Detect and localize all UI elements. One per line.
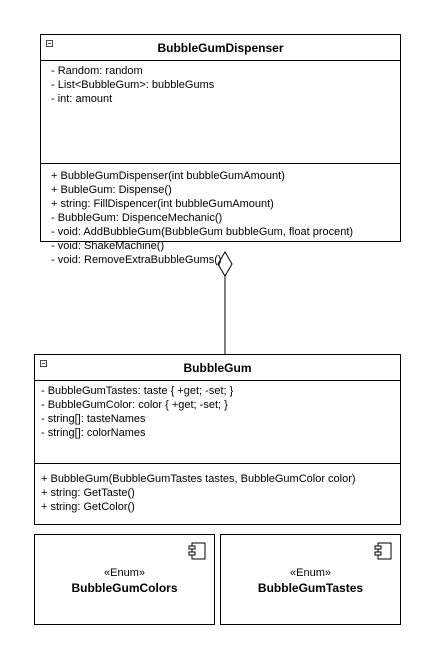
attribute: - BubbleGumColor: color { +get; -set; } [41,399,228,411]
collapse-icon[interactable] [40,360,47,367]
method: - void: AddBubbleGum(BubbleGum bubbleGum… [51,226,354,238]
attribute: - BubbleGumTastes: taste { +get; -set; } [41,385,234,397]
attribute: - string[]: tasteNames [41,413,146,425]
methods-section: + BubbleGum(BubbleGumTastes tastes, Bubb… [35,463,400,514]
attribute: - Random: random [51,65,143,77]
enum-bubblegumcolors[interactable]: «Enum» BubbleGumColors [34,534,215,625]
class-header: BubbleGumDispenser [41,35,400,61]
attributes-section: - Random: random - List<BubbleGum>: bubb… [41,61,400,163]
enum-bubblegumtastes[interactable]: «Enum» BubbleGumTastes [220,534,401,625]
method: + BubbleGumDispenser(int bubbleGumAmount… [51,170,285,182]
method: + string: FillDispencer(int bubbleGumAmo… [51,198,274,210]
class-bubblegum[interactable]: BubbleGum - BubbleGumTastes: taste { +ge… [34,354,401,525]
attribute: - List<BubbleGum>: bubbleGums [51,79,215,91]
component-icon [374,542,392,560]
attribute: - int: amount [51,93,113,105]
attribute: - string[]: colorNames [41,427,146,439]
method: - void: ShakeMachine() [51,240,165,252]
enum-name: BubbleGumTastes [257,581,364,595]
component-icon [188,542,206,560]
attributes-section: - BubbleGumTastes: taste { +get; -set; }… [35,381,400,463]
methods-section: + BubbleGumDispenser(int bubbleGumAmount… [41,163,400,267]
method: + BubleGum: Dispense() [51,184,172,196]
class-bubblegumdispenser[interactable]: BubbleGumDispenser - Random: random - Li… [40,34,401,266]
enum-stereotype: «Enum» [104,567,145,579]
method: + BubbleGum(BubbleGumTastes tastes, Bubb… [41,473,356,485]
enum-name: BubbleGumColors [71,581,178,595]
method: - void: RemoveExtraBubbleGums() [51,254,222,266]
method: + string: GetColor() [41,501,135,513]
collapse-icon[interactable] [46,40,53,47]
aggregation-diamond[interactable] [217,251,233,277]
method: - BubbleGum: DispenceMechanic() [51,212,223,224]
enum-stereotype: «Enum» [290,567,331,579]
method: + string: GetTaste() [41,487,135,499]
class-title: BubbleGumDispenser [157,41,284,55]
class-title: BubbleGum [183,361,252,375]
class-header: BubbleGum [35,355,400,381]
